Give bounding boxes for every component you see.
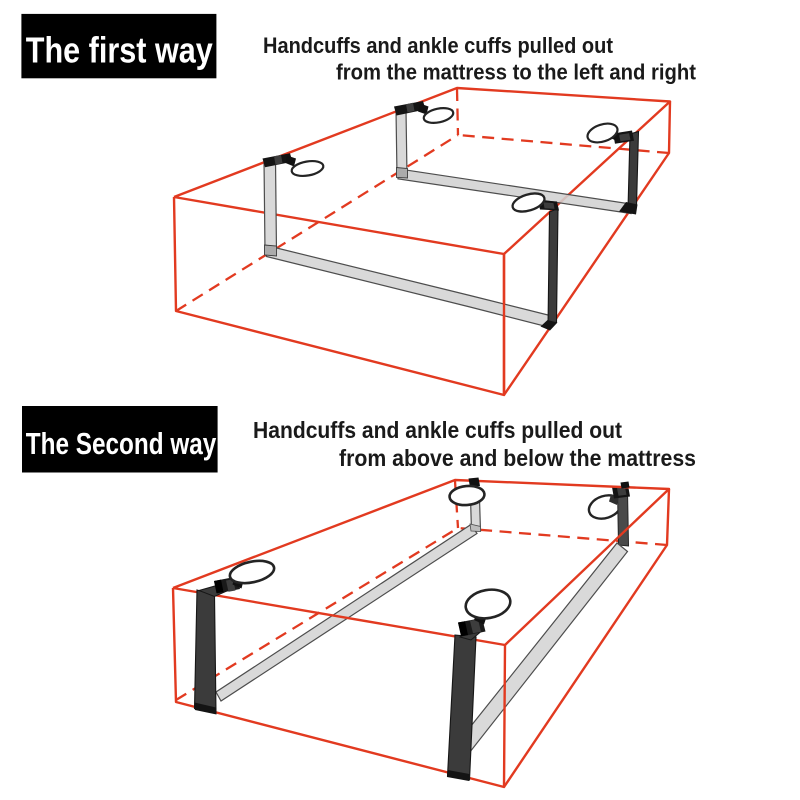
svg-text:The Second way: The Second way (26, 428, 217, 461)
svg-text:from the mattress to the left: from the mattress to the left and right (336, 60, 697, 85)
svg-text:Handcuffs and ankle cuffs pull: Handcuffs and ankle cuffs pulled out (263, 33, 614, 58)
svg-text:The first way: The first way (26, 30, 213, 71)
svg-text:from above and below the mattr: from above and below the mattress (339, 445, 696, 471)
svg-text:Handcuffs and ankle cuffs pull: Handcuffs and ankle cuffs pulled out (253, 417, 622, 443)
